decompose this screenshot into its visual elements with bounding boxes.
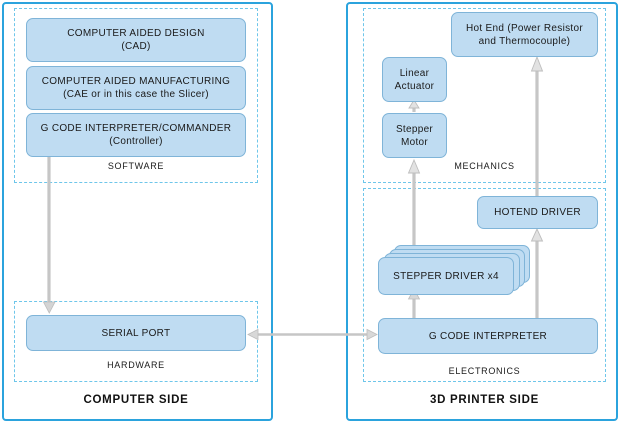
node-serial-port-label: SERIAL PORT: [101, 327, 171, 339]
node-stepper-motor[interactable]: Stepper Motor: [382, 113, 447, 158]
node-linear-actuator-line1: Linear: [399, 67, 430, 79]
group-label-hardware: HARDWARE: [107, 360, 165, 370]
connector-hotend-driver-to-hot-end: [530, 55, 544, 196]
node-cad-line2: (CAD): [121, 41, 151, 52]
group-label-electronics: ELECTRONICS: [448, 366, 521, 376]
node-linear-actuator[interactable]: Linear Actuator: [382, 57, 447, 102]
node-gcode-cmd-line1: G CODE INTERPRETER/COMMANDER: [40, 123, 232, 134]
node-serial-port[interactable]: SERIAL PORT: [26, 315, 246, 351]
group-hardware: [14, 301, 258, 382]
node-gcode-interpreter-commander[interactable]: G CODE INTERPRETER/COMMANDER (Controller…: [26, 113, 246, 157]
node-gcode-interpreter-label: G CODE INTERPRETER: [428, 330, 548, 342]
node-gcode-interpreter[interactable]: G CODE INTERPRETER: [378, 318, 598, 354]
node-computer-aided-design[interactable]: COMPUTER AIDED DESIGN (CAD): [26, 18, 246, 62]
node-cam-line1: COMPUTER AIDED MANUFACTURING: [41, 76, 231, 87]
group-label-software: SOFTWARE: [107, 161, 165, 171]
node-cad-line1: COMPUTER AIDED DESIGN: [67, 28, 205, 39]
node-linear-actuator-line2: Actuator: [394, 80, 435, 92]
connector-serial-port-to-gcode-interpreter: [247, 328, 378, 341]
node-gcode-cmd-line2: (Controller): [109, 136, 163, 147]
group-label-mechanics: MECHANICS: [454, 161, 515, 171]
connector-gcode-commander-to-serial-port: [42, 157, 56, 314]
connector-gcode-interpreter-to-hotend-driver: [530, 227, 544, 318]
node-stepper-motor-line1: Stepper: [395, 123, 434, 135]
group-software: [14, 8, 258, 183]
connector-stepper-driver-to-stepper-motor: [407, 158, 421, 245]
node-cam-line2: (CAE or in this case the Slicer): [63, 89, 209, 100]
node-computer-aided-manufacturing[interactable]: COMPUTER AIDED MANUFACTURING (CAE or in …: [26, 66, 246, 110]
node-stepper-motor-line2: Motor: [400, 136, 429, 148]
panel-label-printer-side: 3D PRINTER SIDE: [430, 394, 539, 406]
node-stepper-driver-label: STEPPER DRIVER x4: [393, 270, 499, 282]
node-stepper-driver[interactable]: STEPPER DRIVER x4: [378, 257, 514, 295]
node-hot-end-line2: and Thermocouple): [478, 35, 571, 47]
node-hotend-driver[interactable]: HOTEND DRIVER: [477, 196, 598, 229]
panel-label-computer-side: COMPUTER SIDE: [83, 394, 189, 406]
group-electronics: [363, 188, 606, 382]
node-stepper-driver-stack[interactable]: STEPPER DRIVER x4: [378, 245, 530, 295]
node-hot-end-line1: Hot End (Power Resistor: [466, 22, 583, 34]
node-hotend-driver-label: HOTEND DRIVER: [494, 207, 581, 218]
node-hot-end[interactable]: Hot End (Power Resistor and Thermocouple…: [451, 12, 598, 57]
group-mechanics: [363, 8, 606, 183]
connector-stepper-motor-to-linear-actuator: [408, 99, 420, 112]
